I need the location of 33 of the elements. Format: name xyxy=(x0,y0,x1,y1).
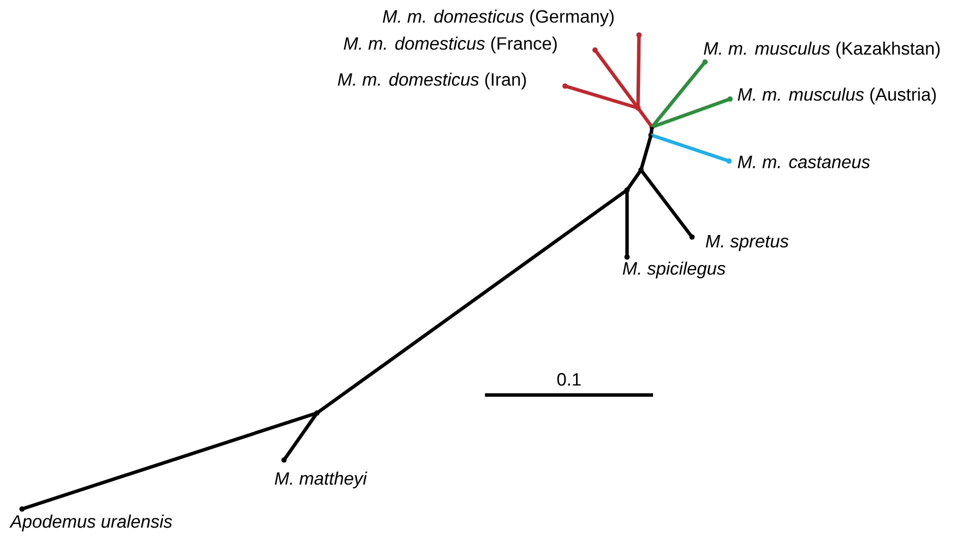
tree-branch xyxy=(626,169,642,191)
tree-branch xyxy=(650,133,730,163)
tree-branch xyxy=(639,134,653,170)
tree-branch xyxy=(564,84,639,110)
branch-tip xyxy=(281,457,287,463)
tree-branch xyxy=(21,411,318,511)
tree-branch xyxy=(636,34,641,108)
tree-branch xyxy=(316,188,628,414)
taxon-label: M. m. domesticus (France) xyxy=(344,36,557,54)
branch-tip xyxy=(624,254,630,260)
branch-tip xyxy=(702,59,708,65)
taxon-label: Apodemus uralensis xyxy=(9,514,172,532)
taxon-label: M. spretus xyxy=(706,235,788,252)
branch-tip xyxy=(727,96,733,102)
tree-branch xyxy=(625,190,629,258)
branch-tip xyxy=(592,47,598,53)
taxon-label: M. m. castaneus xyxy=(738,156,870,168)
taxon-label: M. m. domesticus (Iran) xyxy=(338,72,526,90)
taxon-label: M. spicilegus xyxy=(622,262,726,278)
tree-branch xyxy=(636,106,654,128)
taxon-label: M. m. musculus (Austria) xyxy=(738,88,936,104)
taxon-label: M. m. musculus (Kazakhstan) xyxy=(704,42,940,58)
taxon-label: M. mattheyi xyxy=(274,472,368,488)
scale-label: 0.1 xyxy=(557,373,581,386)
branch-tip xyxy=(19,506,25,512)
branch-tip xyxy=(726,158,732,164)
tree-branch xyxy=(650,60,706,128)
tree-branch xyxy=(640,168,694,238)
tree-branch xyxy=(651,97,731,129)
taxon-label: M. m. domesticus (Germany) xyxy=(382,10,614,26)
branch-node xyxy=(636,32,642,38)
branch-tip xyxy=(562,83,568,89)
branch-tip xyxy=(689,234,695,240)
